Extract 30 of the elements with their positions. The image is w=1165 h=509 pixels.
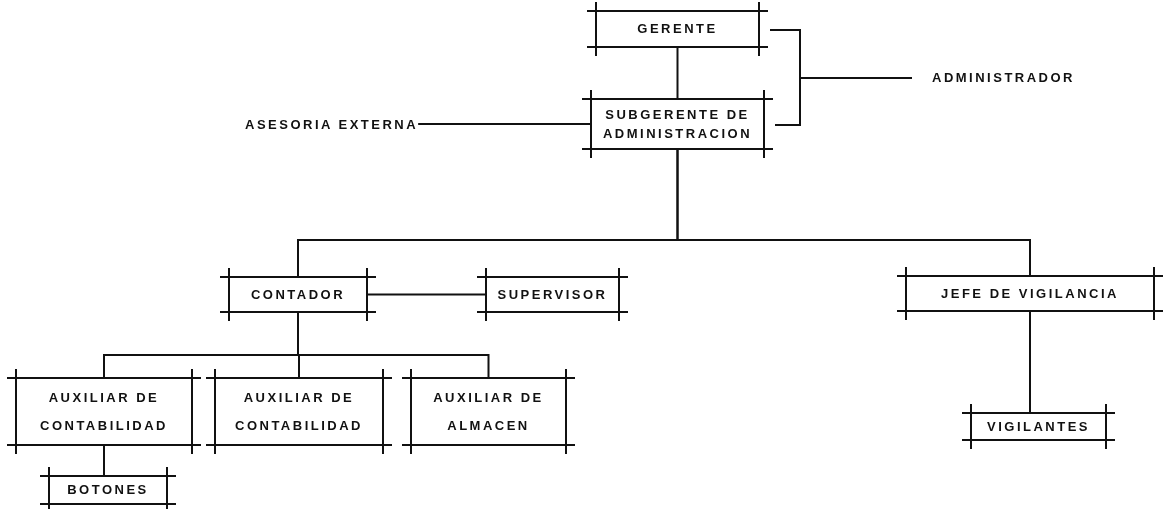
position-box (220, 268, 376, 321)
node-text: SUPERVISOR (497, 286, 608, 303)
role-label: ADMINISTRADOR (932, 70, 1075, 86)
position-box (402, 369, 575, 454)
node-text: CONTADOR (250, 286, 346, 303)
connector-line (103, 445, 105, 476)
node-text: AUXILIAR DE CONTABILIDAD (234, 388, 364, 435)
position-box (962, 404, 1115, 449)
position-box (897, 267, 1163, 320)
position-box (206, 369, 392, 454)
position-box (477, 268, 628, 321)
position-box (40, 467, 176, 509)
position-box (7, 369, 201, 454)
connector-line (676, 149, 1031, 276)
connector-line (676, 47, 679, 99)
node-text: VIGILANTES (987, 418, 1090, 435)
role-label: ASESORIA EXTERNA (245, 117, 419, 133)
node-text: JEFE DE VIGILANCIA (941, 285, 1119, 302)
connector-line (774, 77, 913, 126)
node-text: SUBGERENTE DE ADMINISTRACION (601, 106, 754, 143)
connector-line (367, 293, 486, 296)
node-text: AUXILIAR DE ALMACEN (432, 388, 545, 435)
connector-line (1029, 311, 1031, 413)
node-text: BOTONES (67, 482, 149, 498)
position-box (587, 2, 768, 56)
connector-line (297, 312, 490, 378)
node-text: AUXILIAR DE CONTABILIDAD (39, 388, 169, 435)
node-text: GERENTE (637, 21, 718, 37)
position-box (582, 90, 773, 158)
connector-line (417, 123, 591, 125)
